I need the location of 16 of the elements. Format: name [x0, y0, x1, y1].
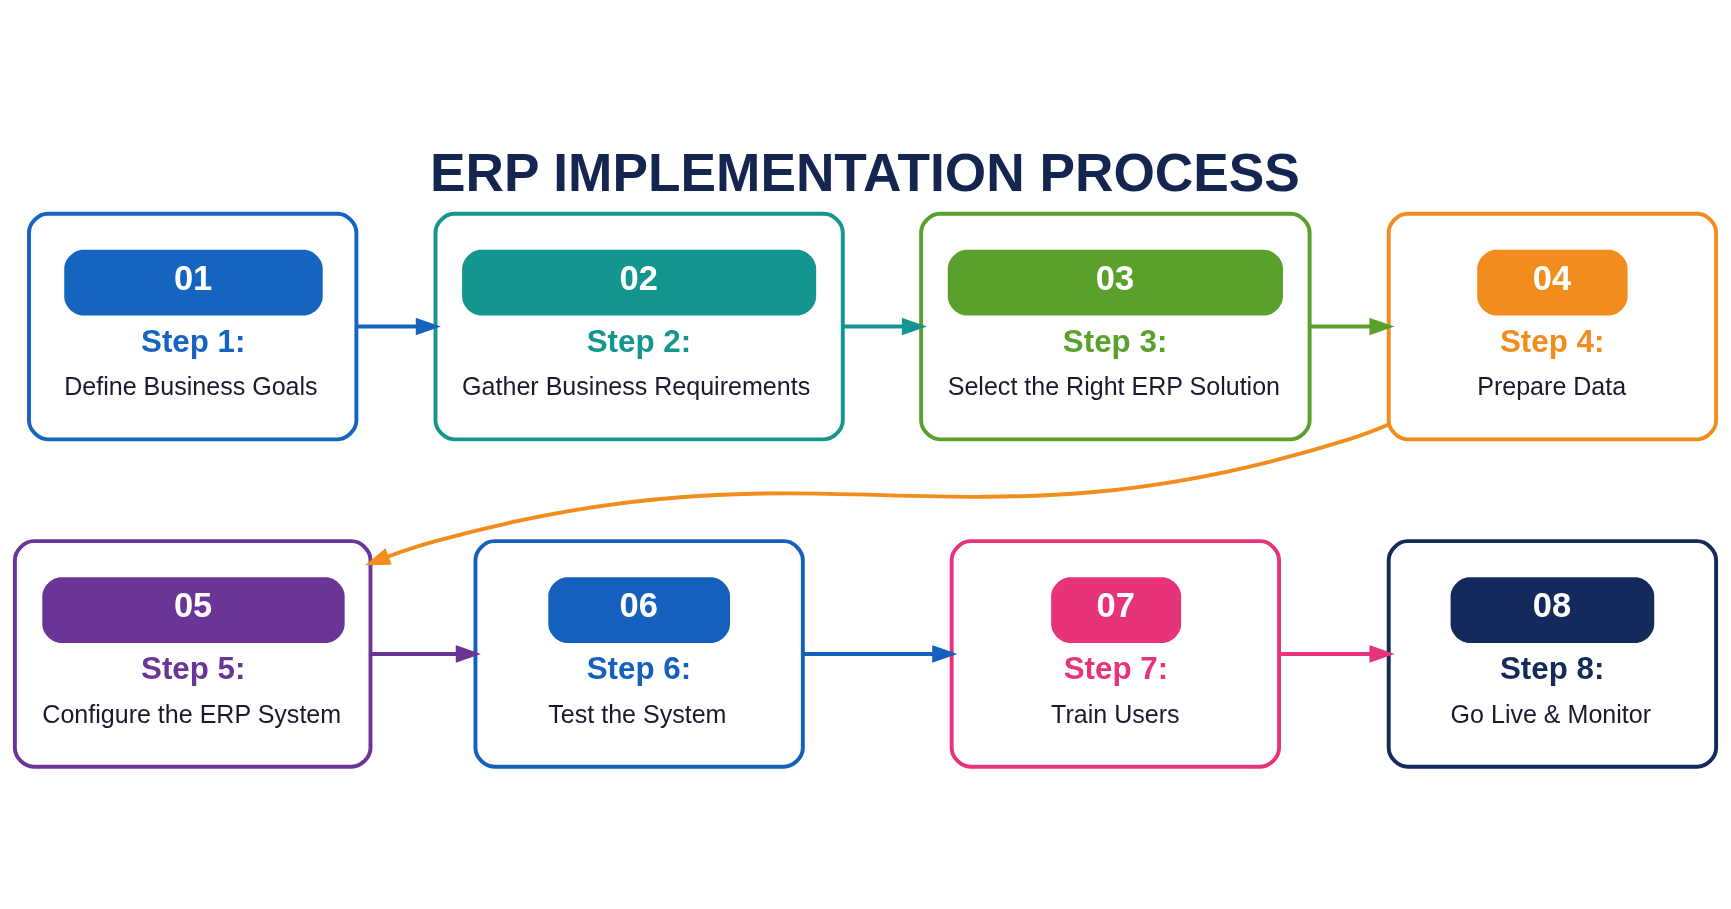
arrow [356, 317, 441, 335]
node-box: 08 Step 8: Go Live & Monitor [1386, 538, 1719, 769]
arrow [1279, 644, 1395, 663]
node-box: 07 Step 7: Train Users [949, 538, 1281, 769]
arrow [803, 644, 958, 663]
arrow [370, 644, 481, 663]
arrow [842, 317, 927, 335]
node-box: 02 Step 2: Gather Business Requirements [433, 211, 845, 441]
arrow [365, 422, 1390, 565]
node-box: 04 Step 4: Prepare Data [1386, 211, 1719, 441]
node-box: 03 Step 3: Select the Right ERP Solution [919, 211, 1312, 441]
arrow [1310, 317, 1395, 335]
diagram-title: ERP IMPLEMENTATION PROCESS [430, 142, 1300, 202]
node-box: 06 Step 6: Test the System [473, 538, 805, 769]
node-box: 05 Step 5: Configure the ERP System [12, 538, 373, 769]
node-box: 01 Step 1: Define Business Goals [27, 211, 359, 441]
